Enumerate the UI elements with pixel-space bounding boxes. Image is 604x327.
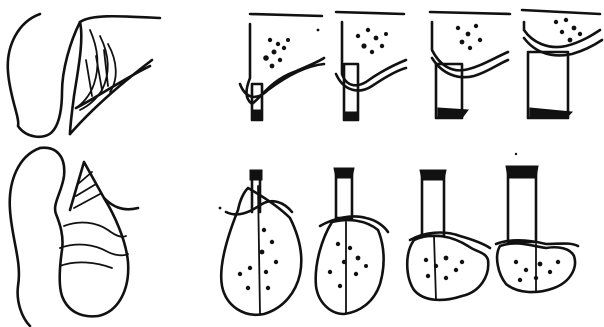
upper-stage-1-dots <box>263 38 290 69</box>
lower-stage-1-post-top <box>250 170 262 180</box>
profile-lower-contour-3 <box>60 262 112 268</box>
lower-stage-3-shape <box>407 236 488 300</box>
profile-lower-shade <box>74 172 100 208</box>
upper-stage-2-post-base <box>344 112 358 120</box>
upper-stage-1-post-base <box>252 110 262 120</box>
upper-stage-2-outline <box>342 22 406 85</box>
stray-mark-1 <box>317 29 320 32</box>
upper-stage-3 <box>430 12 510 118</box>
profile-upper-jaw-line-2 <box>76 66 150 108</box>
upper-stage-2-dots <box>356 28 388 54</box>
lower-stage-2-post <box>336 172 352 218</box>
profile-lower-outline <box>10 148 40 326</box>
lower-stage-2-post-top <box>334 168 354 178</box>
upper-stage-1-outline <box>247 24 325 104</box>
upper-stage-1 <box>240 14 324 120</box>
left-profile-lower <box>10 148 138 326</box>
lower-stage-4-dots <box>514 260 560 282</box>
profile-lower-contour-2 <box>60 245 128 256</box>
upper-stage-2 <box>336 12 406 120</box>
lower-stage-4-post <box>508 172 536 242</box>
lower-stage-2-dots <box>328 242 368 288</box>
lower-stage-4-post-top <box>506 166 538 178</box>
lower-stage-3 <box>407 170 490 300</box>
stray-mark-3 <box>515 153 517 155</box>
stray-mark-2 <box>219 207 222 210</box>
lower-stage-3-post <box>422 174 444 236</box>
lower-stage-3-post-top <box>420 170 446 180</box>
lower-stage-4 <box>496 166 578 292</box>
lower-stage-3-dots <box>424 256 464 281</box>
profile-lower-lip <box>40 148 128 317</box>
upper-stage-2-bar <box>336 12 404 14</box>
upper-stage-4-bar <box>522 10 600 14</box>
left-profile-upper <box>8 14 160 137</box>
lower-stage-2 <box>316 168 388 314</box>
upper-stage-3-bar <box>430 12 510 14</box>
upper-stage-1-bar <box>250 14 322 16</box>
upper-stage-4-post-base <box>530 108 572 118</box>
lower-stage-1 <box>221 170 301 315</box>
upper-stage-3-post-base <box>438 108 468 118</box>
upper-stage-4-outline <box>524 22 600 47</box>
lower-stage-2-shape <box>316 220 384 314</box>
upper-stage-4-dots <box>554 18 582 43</box>
profile-lower-wedge <box>70 162 138 210</box>
upper-stage-3-dots <box>456 24 482 50</box>
upper-stage-4 <box>522 10 602 118</box>
